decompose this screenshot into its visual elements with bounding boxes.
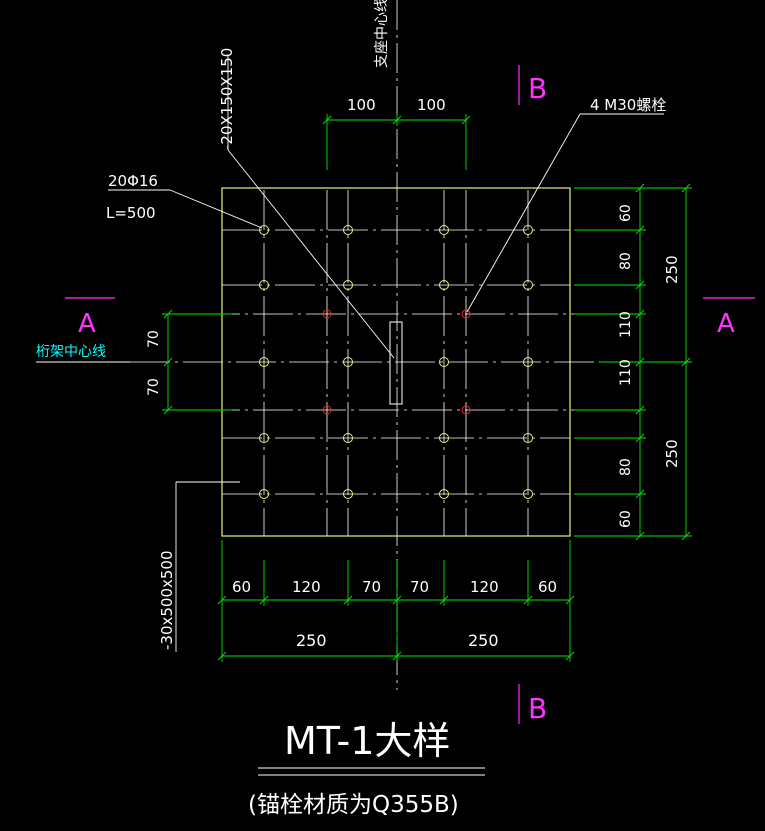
dim-bottom-4: 70	[410, 578, 429, 596]
truss-centerline-label: 桁架中心线	[36, 344, 106, 360]
vertical-grid-lines	[263, 190, 529, 536]
dim-bottom-2: 120	[292, 578, 321, 596]
dim-right-2: 80	[618, 252, 634, 270]
support-centerline-label: 支座中心线	[374, 0, 390, 68]
section-b-bottom: B	[528, 692, 547, 725]
anchor-bolts-label: 4 M30螺栓	[590, 96, 666, 114]
stiffener-plate-label: -20X150X150	[218, 48, 236, 150]
dim-top-right: 100	[417, 96, 446, 114]
horizontal-grid-lines	[130, 229, 600, 495]
title-underline	[258, 767, 485, 776]
dim-bottom-total-right: 250	[468, 631, 499, 650]
leader-lines	[36, 55, 664, 652]
rebar-count-label: 20Φ16	[108, 172, 158, 190]
dimension-lines	[162, 114, 692, 662]
base-plate-label: -30x500x500	[158, 550, 176, 650]
section-a-left: A	[78, 309, 96, 339]
section-a-right: A	[717, 309, 735, 339]
section-b-top: B	[528, 72, 547, 105]
dim-right-6: 60	[618, 510, 634, 528]
dim-bottom-total-left: 250	[296, 631, 327, 650]
rebar-length-label: L=500	[106, 204, 156, 222]
stiffener-plate	[389, 321, 403, 405]
section-markers	[65, 65, 755, 724]
dim-bottom-5: 120	[470, 578, 499, 596]
dim-right-3: 110	[618, 311, 634, 338]
anchor-bolts	[322, 309, 471, 415]
drawing-title: MT-1大样	[284, 719, 450, 763]
dim-right-total-bottom: 250	[663, 439, 681, 468]
dim-bottom-3: 70	[362, 578, 381, 596]
dim-right-total-top: 250	[663, 255, 681, 284]
dim-right-1: 60	[618, 204, 634, 222]
dim-bottom-6: 60	[538, 578, 557, 596]
dim-top-left: 100	[347, 96, 376, 114]
dim-left-bottom: 70	[146, 378, 162, 396]
dim-right-4: 110	[618, 359, 634, 386]
drawing-subtitle: (锚栓材质为Q355B)	[248, 792, 459, 818]
dim-right-5: 80	[618, 458, 634, 476]
rebar-holes	[259, 225, 533, 499]
dim-bottom-1: 60	[232, 578, 251, 596]
dim-left-top: 70	[146, 330, 162, 348]
